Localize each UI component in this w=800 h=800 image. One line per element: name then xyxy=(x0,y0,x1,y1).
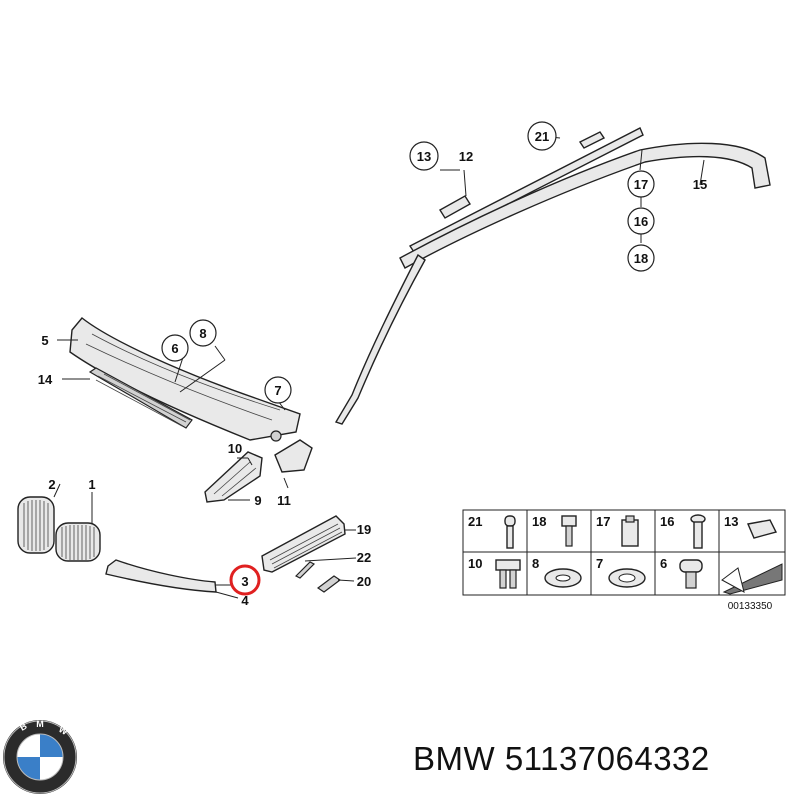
arrow-symbol-icon xyxy=(721,563,783,595)
kidney-grille-left xyxy=(17,496,55,554)
callout-20: 20 xyxy=(357,574,371,589)
expansion-rivet-10-icon xyxy=(495,559,521,589)
callout-18: 18 xyxy=(634,251,648,266)
callout-6: 6 xyxy=(171,341,178,356)
a-pillar-trim xyxy=(334,253,426,425)
callout-22: 22 xyxy=(357,550,371,565)
table-cell-17: 17 xyxy=(596,514,610,529)
callout-3-highlight-circle xyxy=(229,564,261,596)
table-cell-10: 10 xyxy=(468,556,482,571)
grommet-8-icon xyxy=(544,568,582,588)
callout-18-circle xyxy=(627,244,655,272)
table-cell-8: 8 xyxy=(532,556,539,571)
bumper-trim-strip xyxy=(105,559,217,593)
badge-strip xyxy=(316,575,342,593)
callout-5: 5 xyxy=(41,333,48,348)
callout-16-circle xyxy=(627,207,655,235)
callout-17: 17 xyxy=(634,177,648,192)
table-cell-6: 6 xyxy=(660,556,667,571)
table-cell-21: 21 xyxy=(468,514,482,529)
kidney-grille-right xyxy=(55,522,101,562)
table-cell-13: 13 xyxy=(724,514,738,529)
callout-7: 7 xyxy=(274,383,281,398)
grommet-7-icon xyxy=(608,568,646,588)
cabin-filter-strip xyxy=(88,367,193,429)
bracket-left xyxy=(204,451,263,503)
screw-18-icon xyxy=(561,515,577,547)
clip-21-icon xyxy=(504,515,516,549)
fastener-table: 21 18 17 16 13 10 8 7 6 xyxy=(462,509,786,596)
callout-15: 15 xyxy=(693,177,707,192)
callout-19: 19 xyxy=(357,522,371,537)
callout-13-circle xyxy=(409,141,439,171)
callout-2: 2 xyxy=(48,477,55,492)
caption-brand: BMW xyxy=(413,740,496,777)
callout-13: 13 xyxy=(417,149,431,164)
side-grille xyxy=(261,515,346,573)
callout-8-circle xyxy=(189,319,217,347)
callout-8: 8 xyxy=(199,326,206,341)
callout-1: 1 xyxy=(88,477,95,492)
caption-part-number: 51137064332 xyxy=(504,740,710,777)
callout-9: 9 xyxy=(254,493,261,508)
callout-12: 12 xyxy=(459,149,473,164)
table-cell-16: 16 xyxy=(660,514,674,529)
bmw-roundel-icon: B M W xyxy=(3,719,77,794)
table-cell-18: 18 xyxy=(532,514,546,529)
table-cell-7: 7 xyxy=(596,556,603,571)
clip-17-icon xyxy=(621,515,639,547)
part-caption: BMW 51137064332 xyxy=(413,740,710,778)
callout-10: 10 xyxy=(228,441,242,456)
clip-13-icon xyxy=(747,519,778,539)
callout-21: 21 xyxy=(535,129,549,144)
svg-text:M: M xyxy=(36,719,44,729)
callout-6-circle xyxy=(161,334,189,362)
bracket-right xyxy=(274,439,313,473)
callout-16: 16 xyxy=(634,214,648,229)
emblem-strip xyxy=(294,561,316,579)
callout-11: 11 xyxy=(277,493,291,508)
callout-4: 4 xyxy=(241,593,249,608)
callout-17-circle xyxy=(627,170,655,198)
callout-14: 14 xyxy=(38,372,53,387)
svg-text:B: B xyxy=(18,721,29,733)
clip-6-icon xyxy=(679,559,703,589)
callout-21-circle xyxy=(527,121,557,151)
rivet-16-icon xyxy=(690,514,706,549)
roof-trim-strip xyxy=(399,127,771,269)
diagram-number: 00133350 xyxy=(728,601,773,612)
callout-7-circle xyxy=(264,376,292,404)
callout-3: 3 xyxy=(241,574,248,589)
